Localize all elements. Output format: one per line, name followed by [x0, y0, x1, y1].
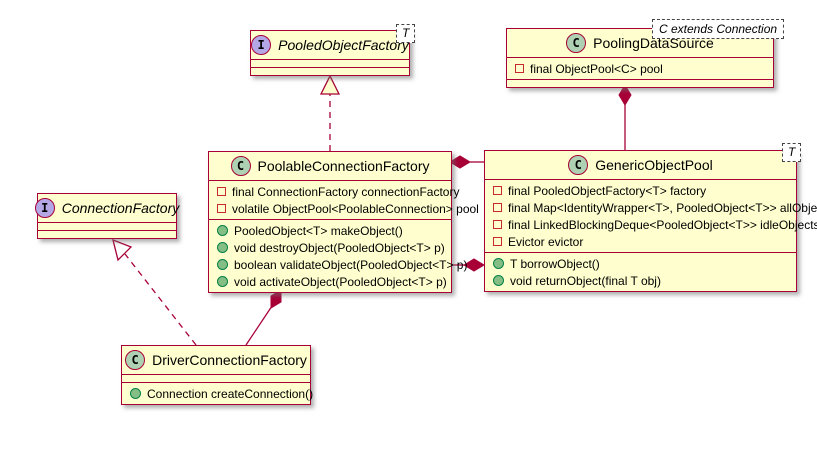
note-generic-constraint: C extends Connection	[652, 19, 785, 39]
field-text: final PooledObjectFactory<T> factory	[508, 183, 707, 198]
class-name: GenericObjectPool	[595, 157, 713, 173]
method-text: T borrowObject()	[510, 256, 600, 271]
private-field-icon	[515, 64, 524, 73]
filled-diamond-icon	[449, 155, 471, 169]
field-text: volatile ObjectPool<PoolableConnection> …	[232, 201, 479, 216]
method-text: void returnObject(final T obj)	[510, 273, 661, 288]
private-field-icon	[493, 186, 502, 195]
field-text: final ConnectionFactory connectionFactor…	[232, 184, 460, 199]
class-icon: C	[568, 155, 589, 175]
edge-realization-pooledobjectfactory	[319, 74, 341, 151]
methods-compartment	[251, 67, 409, 75]
methods-compartment	[507, 79, 773, 87]
methods-compartment: PooledObject<T> makeObject() void destro…	[209, 219, 467, 292]
private-field-icon	[217, 204, 226, 213]
class-name: PoolingDataSource	[593, 35, 714, 51]
public-method-icon	[493, 275, 504, 286]
method-row: boolean validateObject(PooledObject<T> p…	[209, 256, 467, 273]
generic-badge: T	[396, 24, 416, 43]
method-row: void returnObject(final T obj)	[485, 272, 796, 289]
method-text: void destroyObject(PooledObject<T> p)	[234, 240, 445, 255]
field-text: final ObjectPool<C> pool	[530, 61, 663, 76]
field-text: final Map<IdentityWrapper<T>, PooledObje…	[508, 200, 817, 215]
interface-icon: I	[251, 35, 272, 55]
methods-compartment: Connection createConnection()	[122, 382, 314, 404]
class-icon: C	[125, 350, 146, 370]
fields-compartment: final ObjectPool<C> pool	[507, 57, 773, 79]
fields-compartment	[38, 222, 176, 230]
generic-badge: T	[782, 143, 802, 162]
method-row: void destroyObject(PooledObject<T> p)	[209, 239, 451, 256]
class-box-pooled-object-factory: I PooledObjectFactory	[250, 30, 410, 76]
edge-composition-poolableconnectionfactory-genericobjectpool	[449, 155, 484, 169]
public-method-icon	[130, 388, 141, 399]
class-name: ConnectionFactory	[61, 200, 180, 216]
field-text: final LinkedBlockingDeque<PooledObject<T…	[508, 217, 817, 232]
field-row: Evictor evictor	[485, 233, 796, 250]
fields-compartment: final PooledObjectFactory<T> factory fin…	[485, 179, 817, 252]
class-name: PooledObjectFactory	[278, 37, 409, 53]
field-row: final ConnectionFactory connectionFactor…	[209, 183, 459, 200]
public-method-icon	[493, 258, 504, 269]
method-text: boolean validateObject(PooledObject<T> p…	[234, 257, 468, 272]
field-row: final ObjectPool<C> pool	[507, 60, 773, 77]
edge-composition-genericobjectpool-poolableconnectionfactory	[450, 258, 485, 272]
method-row: PooledObject<T> makeObject()	[209, 222, 451, 239]
method-text: void activateObject(PooledObject<T> p)	[234, 274, 447, 289]
class-icon: C	[230, 156, 251, 176]
hollow-triangle-icon	[112, 238, 133, 262]
filled-diamond-icon	[270, 289, 282, 309]
fields-compartment	[122, 374, 310, 382]
class-box-poolable-connection-factory: C PoolableConnectionFactory final Connec…	[208, 151, 479, 293]
edge-composition-poolingdatasource-genericobjectpool	[618, 84, 632, 150]
class-box-generic-object-pool: C GenericObjectPool final PooledObjectFa…	[484, 150, 817, 292]
private-field-icon	[217, 187, 226, 196]
class-box-connection-factory: I ConnectionFactory	[34, 193, 180, 239]
method-row: void activateObject(PooledObject<T> p)	[209, 273, 451, 290]
public-method-icon	[217, 242, 228, 253]
fields-compartment	[251, 59, 409, 67]
private-field-icon	[493, 203, 502, 212]
fields-compartment: final ConnectionFactory connectionFactor…	[209, 180, 479, 219]
public-method-icon	[217, 276, 228, 287]
public-method-icon	[217, 225, 228, 236]
field-row: volatile ObjectPool<PoolableConnection> …	[209, 200, 479, 217]
private-field-icon	[493, 237, 502, 246]
edge-realization-connectionfactory	[112, 238, 197, 346]
field-row: final PooledObjectFactory<T> factory	[485, 182, 796, 199]
hollow-triangle-icon	[319, 74, 341, 95]
method-row: Connection createConnection()	[122, 385, 314, 402]
filled-diamond-icon	[618, 84, 632, 106]
public-method-icon	[217, 259, 228, 270]
method-row: T borrowObject()	[485, 255, 796, 272]
method-text: Connection createConnection()	[147, 386, 314, 401]
private-field-icon	[493, 220, 502, 229]
interface-icon: I	[34, 198, 55, 218]
edge-composition-poolableconnectionfactory-driverconnectionfactory	[245, 289, 282, 346]
field-row: final Map<IdentityWrapper<T>, PooledObje…	[485, 199, 817, 216]
method-text: PooledObject<T> makeObject()	[234, 223, 403, 238]
field-row: final LinkedBlockingDeque<PooledObject<T…	[485, 216, 817, 233]
class-icon: C	[566, 33, 587, 53]
class-name: DriverConnectionFactory	[152, 352, 307, 368]
methods-compartment: T borrowObject() void returnObject(final…	[485, 252, 796, 291]
field-text: Evictor evictor	[508, 234, 584, 249]
methods-compartment	[38, 230, 176, 238]
class-box-driver-connection-factory: C DriverConnectionFactory Connection cre…	[121, 345, 314, 405]
class-name: PoolableConnectionFactory	[257, 158, 430, 174]
